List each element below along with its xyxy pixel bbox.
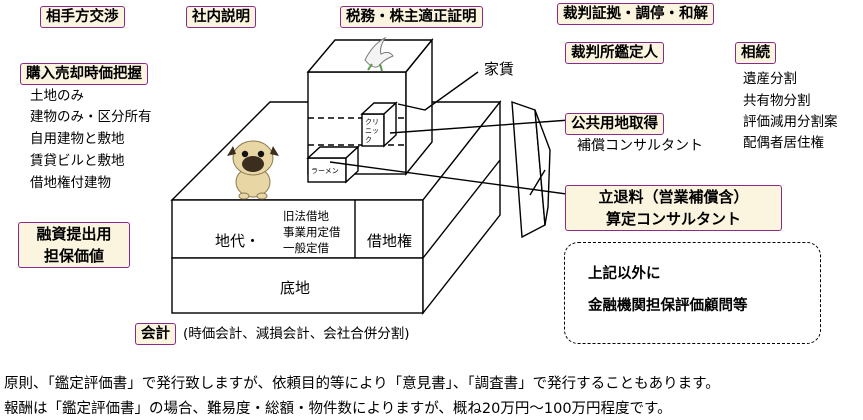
bottom-land-layer <box>171 257 424 314</box>
tag-negotiation: 相手方交渉 <box>40 6 125 28</box>
tag-accounting: 会計 <box>135 323 176 345</box>
inheritance-item: 遺産分割 <box>743 71 797 87</box>
inheritance-item: 配偶者居住権 <box>743 135 824 151</box>
tag-purchase: 購入売却時価把握 <box>20 63 148 85</box>
tag-court-appraiser: 裁判所鑑定人 <box>565 42 664 64</box>
label-land-rent: 地代・ <box>215 232 261 250</box>
dove-icon <box>364 36 394 72</box>
block-side-face <box>422 99 501 316</box>
finance-line2: 担保価値 <box>43 247 104 265</box>
slab-side <box>534 109 551 226</box>
eviction-line2: 算定コンサルタント <box>605 210 741 228</box>
ramen-unit <box>307 157 347 183</box>
tag-inheritance: 相続 <box>735 42 776 64</box>
footer-line2: 報酬は「鑑定評価書」の場合、難易度・総額・物件数によりますが、概ね20万円～10… <box>4 401 672 417</box>
other-line1: 上記以外に <box>588 266 661 282</box>
other-services-box <box>564 242 821 344</box>
tag-eviction: 立退料（営業補償含） 算定コンサルタント <box>565 185 782 231</box>
purchase-item: 賃貸ビルと敷地 <box>30 153 125 169</box>
tag-finance: 融資提出用 担保価値 <box>18 222 130 268</box>
block-side-divider <box>422 159 501 259</box>
label-leasehold: 借地権 <box>367 232 413 250</box>
leader-clinic <box>389 119 571 134</box>
inheritance-item: 評価減用分割案 <box>743 114 838 130</box>
label-clinic: クリニック <box>365 118 379 144</box>
pug-dog-icon <box>227 140 279 200</box>
public-land-sub: 補償コンサルタント <box>577 138 703 154</box>
eviction-line1: 立退料（営業補償含） <box>598 188 749 206</box>
label-bottom-land: 底地 <box>280 279 311 297</box>
leader-rent <box>397 71 479 111</box>
finance-line1: 融資提出用 <box>36 225 112 243</box>
label-rent: 家賃 <box>484 60 515 78</box>
purchase-item: 建物のみ・区分所有 <box>30 109 152 125</box>
footer-line1: 原則、「鑑定評価書」で発行致しますが、依頼目的等により「意見書」、「調査書」で発… <box>4 376 720 392</box>
tag-court-evidence: 裁判証拠・調停・和解 <box>557 3 714 25</box>
tag-tax: 税務・株主適正証明 <box>340 6 483 28</box>
leader-ramen <box>329 161 597 199</box>
accounting-sub: (時価会計、減損会計、会社合併分割) <box>183 326 410 342</box>
label-lease-law-3: 一般定借 <box>283 241 329 255</box>
tag-public-land: 公共用地取得 <box>565 113 664 135</box>
label-lease-law-2: 事業用定借 <box>283 225 341 239</box>
other-line2: 金融機関担保評価顧問等 <box>588 298 748 314</box>
tag-internal: 社内説明 <box>186 6 256 28</box>
purchase-item: 自用建物と敷地 <box>30 131 125 147</box>
slab-mark <box>529 169 546 196</box>
purchase-item: 土地のみ <box>30 88 84 104</box>
inheritance-item: 共有物分割 <box>743 93 811 109</box>
purchase-item: 借地権付建物 <box>30 175 111 191</box>
label-lease-law-1: 旧法借地 <box>283 209 329 223</box>
label-ramen: ラーメン <box>311 167 339 175</box>
tall-building-side <box>405 38 433 176</box>
clinic-unit-side <box>383 101 397 148</box>
